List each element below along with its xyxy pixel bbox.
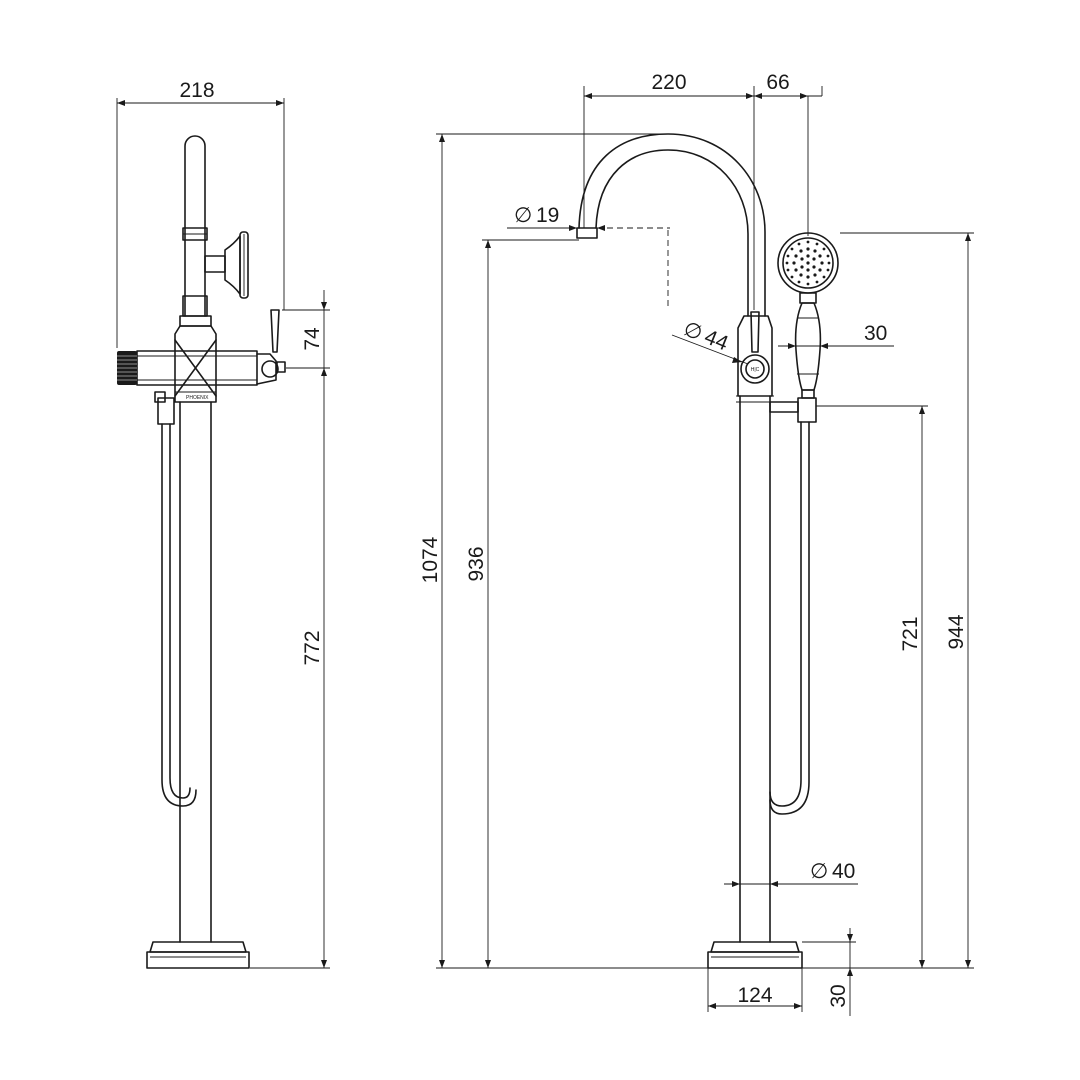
dim-220: 220 — [651, 71, 686, 94]
dim-40: 40 — [832, 860, 855, 883]
dim-944: 944 — [945, 614, 968, 649]
dim-721: 721 — [899, 616, 922, 651]
front-hose-connector — [769, 397, 817, 423]
front-base — [707, 941, 803, 969]
front-view: H|C — [576, 133, 839, 969]
hand-shower — [777, 232, 839, 399]
front-hose — [769, 421, 810, 815]
dim-19: 19 — [536, 204, 559, 227]
dim-74: 74 — [301, 327, 324, 351]
side-view: PHOENIX — [117, 135, 286, 969]
dim-dia-symbol-19: ∅ — [514, 204, 532, 227]
dim-1074: 1074 — [419, 536, 442, 583]
side-view-dimensions: 218 74 772 — [116, 79, 330, 969]
dim-218: 218 — [179, 79, 214, 102]
dim-66: 66 — [766, 71, 789, 94]
dim-936: 936 — [465, 546, 488, 581]
dim-dia-symbol-40: ∅ — [810, 860, 828, 883]
brand-mark: PHOENIX — [186, 395, 209, 401]
gooseneck-spout — [576, 133, 766, 317]
side-shower-holder — [204, 231, 249, 299]
handle-mark: H|C — [751, 367, 760, 373]
side-valve-body: PHOENIX — [136, 315, 258, 403]
dim-44: 44 — [701, 325, 732, 355]
dim-124: 124 — [737, 984, 772, 1007]
front-view-dimensions: 220 66 ∅ 19 ∅ 44 30 1074 936 — [419, 71, 974, 1016]
dim-30-base: 30 — [827, 984, 850, 1007]
knurled-knob — [117, 351, 137, 385]
side-hose — [154, 391, 197, 807]
side-column — [179, 401, 212, 943]
dim-dia-symbol-44: ∅ — [680, 317, 706, 345]
side-base — [146, 941, 250, 969]
side-lever — [256, 309, 286, 385]
dim-772: 772 — [301, 630, 324, 665]
shower-nozzles — [785, 240, 831, 286]
front-valve: H|C — [737, 311, 773, 397]
dim-30-handshower: 30 — [864, 322, 887, 345]
side-spout — [182, 135, 208, 317]
front-column — [736, 395, 774, 943]
